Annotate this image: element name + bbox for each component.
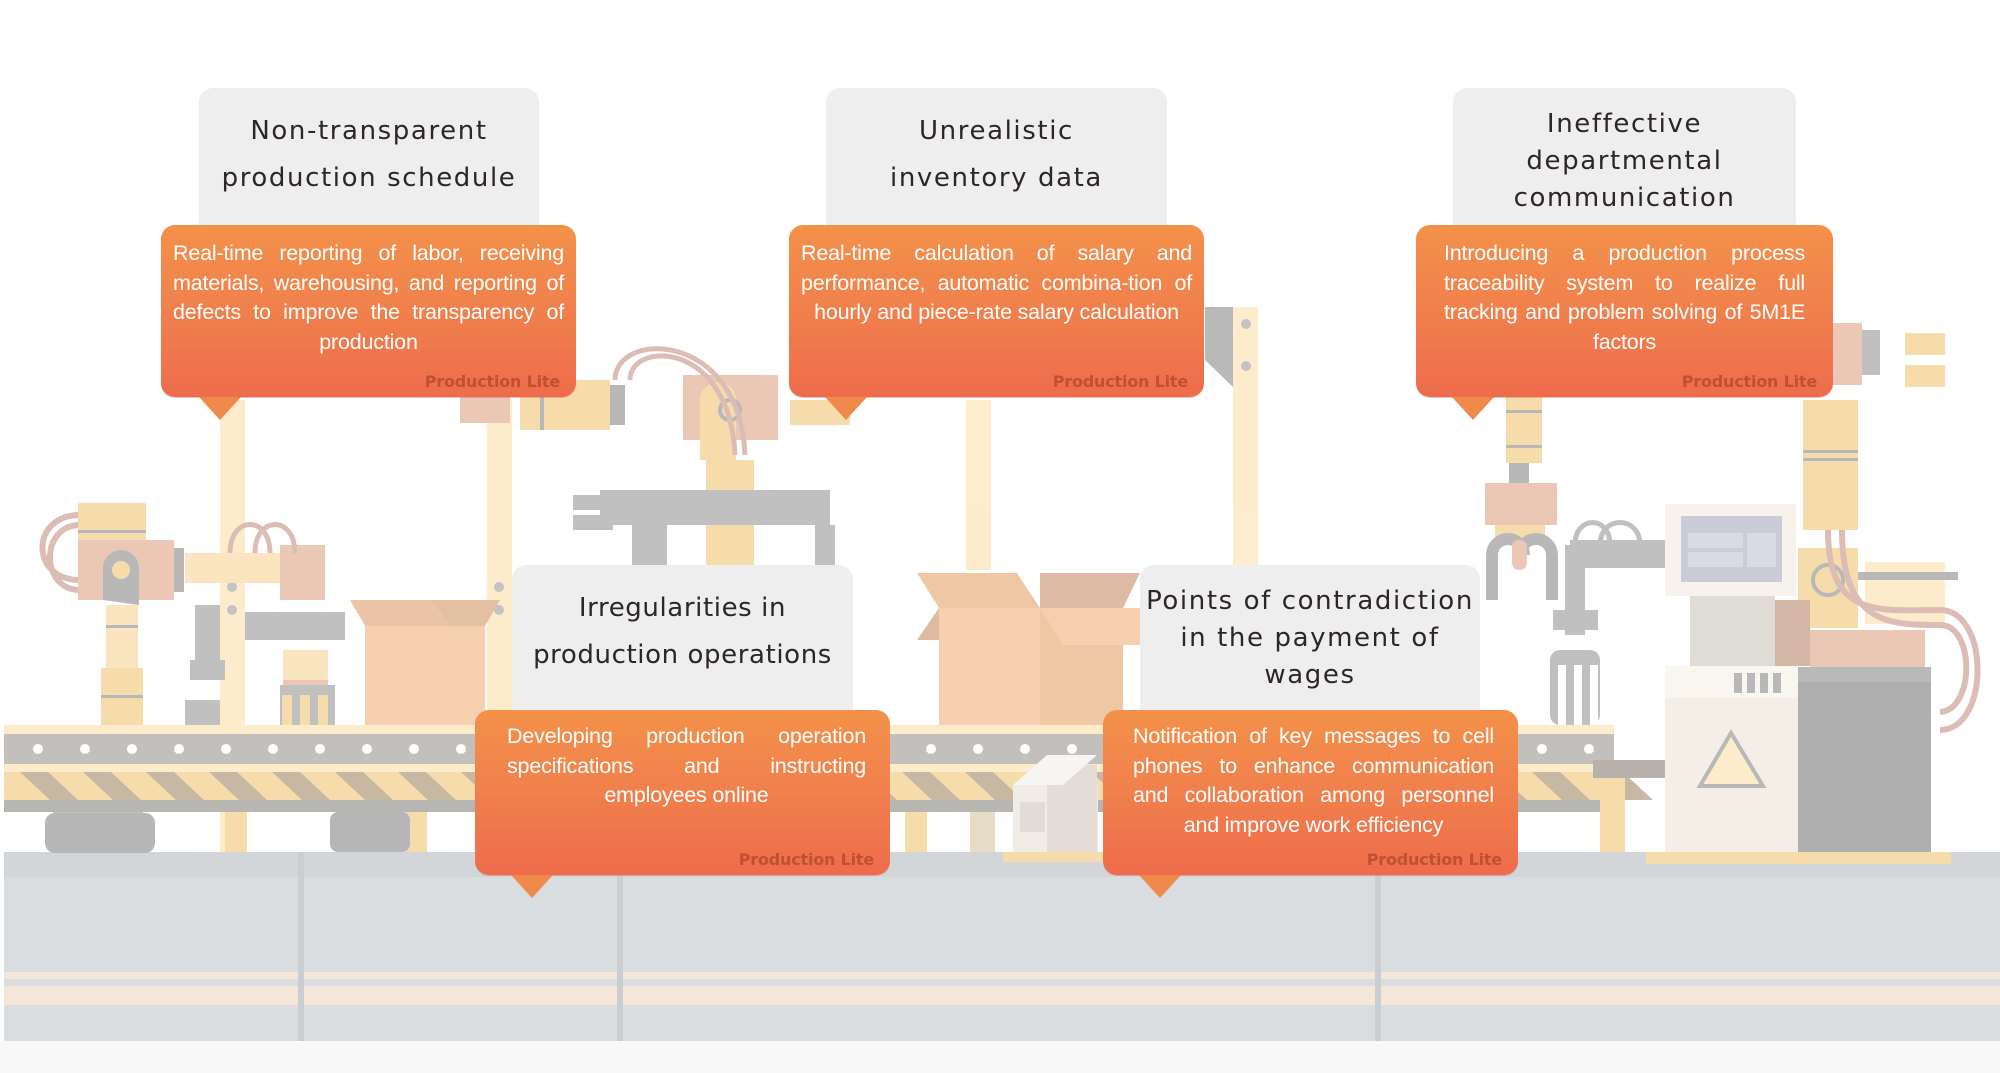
solution-callout: Notification of key messages to cell pho… xyxy=(1103,710,1518,875)
belt-dot xyxy=(362,744,372,754)
beam xyxy=(487,400,512,740)
hazard-stripe xyxy=(146,772,204,800)
callout-pointer xyxy=(825,397,867,420)
callout-pointer xyxy=(511,875,553,898)
belt-dot xyxy=(268,744,278,754)
hazard-stripe xyxy=(902,772,960,800)
solution-callout: Developing production operation specific… xyxy=(475,710,890,875)
belt-dot xyxy=(33,744,43,754)
solution-callout: Real-time calculation of salary and perf… xyxy=(789,225,1204,397)
problem-title: Non-transparent production schedule xyxy=(221,116,517,193)
hazard-stripe xyxy=(965,772,1023,800)
problem-title-box: Points of contradiction in the payment o… xyxy=(1140,565,1480,715)
brand-label: Production Lite xyxy=(738,850,874,869)
hazard-stripe xyxy=(20,772,78,800)
callout-pointer xyxy=(1452,397,1494,420)
beam xyxy=(1233,307,1258,567)
floor-stripe xyxy=(4,972,2000,979)
solution-description: Real-time reporting of labor, receiving … xyxy=(173,241,564,354)
brand-label: Production Lite xyxy=(1366,850,1502,869)
belt-dot xyxy=(456,744,466,754)
hazard-stripe xyxy=(209,772,267,800)
beam xyxy=(966,400,991,570)
callout-pointer xyxy=(199,397,241,420)
center-robot-arm xyxy=(460,346,850,570)
hazard-stripe xyxy=(272,772,330,800)
hazard-stripe xyxy=(398,772,456,800)
belt-dot xyxy=(315,744,325,754)
cardboard-box xyxy=(917,573,1140,725)
belt-dot xyxy=(1584,744,1594,754)
printer xyxy=(1003,755,1153,862)
solution-description: Developing production operation specific… xyxy=(507,724,866,807)
callout-pointer xyxy=(1139,875,1181,898)
belt-dot xyxy=(1020,744,1030,754)
hazard-stripe xyxy=(1532,772,1590,800)
belt-dot xyxy=(409,744,419,754)
problem-title: Ineffective departmental communication xyxy=(1513,109,1736,213)
solution-description: Notification of key messages to cell pho… xyxy=(1133,724,1494,837)
belt-dot xyxy=(174,744,184,754)
belt-dot xyxy=(221,744,231,754)
hazard-stripe xyxy=(335,772,393,800)
problem-title: Points of contradiction in the payment o… xyxy=(1146,586,1474,690)
problem-title-box: Ineffective departmental communication xyxy=(1453,88,1796,238)
problem-title: Unrealistic inventory data xyxy=(890,116,1103,193)
solution-callout: Introducing a production process traceab… xyxy=(1416,225,1833,397)
solution-description: Introducing a production process traceab… xyxy=(1444,241,1805,354)
problem-title-box: Unrealistic inventory data xyxy=(826,88,1167,238)
bottom-strip xyxy=(0,1041,2000,1073)
belt-dot xyxy=(1537,744,1547,754)
belt-dot xyxy=(973,744,983,754)
solution-callout: Real-time reporting of labor, receiving … xyxy=(161,225,576,397)
belt-dot xyxy=(926,744,936,754)
brand-label: Production Lite xyxy=(424,372,560,391)
cardboard-box xyxy=(365,626,485,725)
brand-label: Production Lite xyxy=(1052,372,1188,391)
solution-description: Real-time calculation of salary and perf… xyxy=(801,241,1192,324)
control-machine xyxy=(1593,323,1981,864)
belt-dot xyxy=(1067,744,1077,754)
right-robot-arm xyxy=(1485,397,1665,725)
belt-dot xyxy=(127,744,137,754)
problem-title-box: Irregularities in production operations xyxy=(512,565,853,715)
hazard-stripe xyxy=(83,772,141,800)
floor-stripe xyxy=(4,986,2000,1005)
problem-title-box: Non-transparent production schedule xyxy=(199,88,539,238)
problem-title: Irregularities in production operations xyxy=(533,593,832,670)
belt-dot xyxy=(80,744,90,754)
warning-triangle xyxy=(1696,729,1767,788)
brand-label: Production Lite xyxy=(1681,372,1817,391)
